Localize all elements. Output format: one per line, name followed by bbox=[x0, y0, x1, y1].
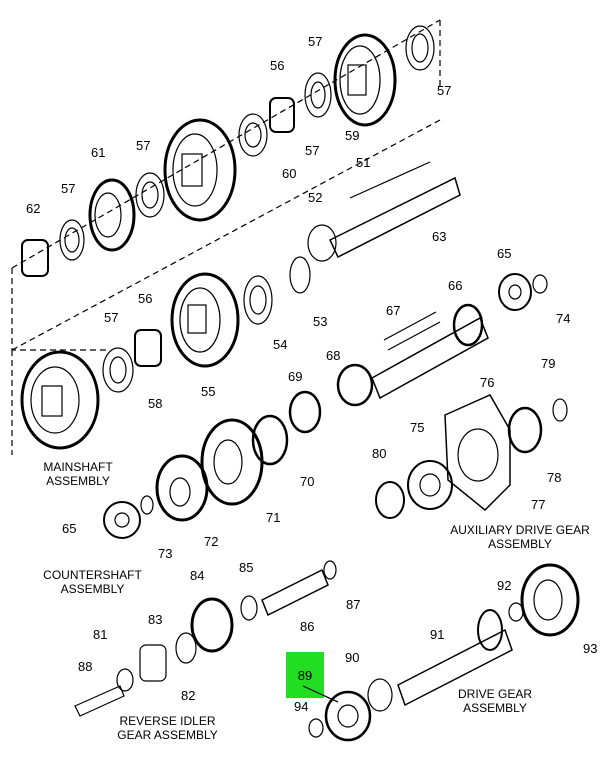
callout-57[interactable]: 57 bbox=[61, 181, 75, 196]
callout-65[interactable]: 65 bbox=[62, 521, 76, 536]
callout-87[interactable]: 87 bbox=[346, 597, 360, 612]
callout-59[interactable]: 59 bbox=[345, 128, 359, 143]
callout-69[interactable]: 69 bbox=[288, 369, 302, 384]
countershaft-assembly-title: COUNTERSHAFT ASSEMBLY bbox=[43, 568, 142, 596]
callout-55[interactable]: 55 bbox=[201, 384, 215, 399]
callout-61[interactable]: 61 bbox=[91, 145, 105, 160]
callout-83[interactable]: 83 bbox=[148, 612, 162, 627]
callout-86[interactable]: 86 bbox=[300, 619, 314, 634]
callout-70[interactable]: 70 bbox=[300, 474, 314, 489]
callout-54[interactable]: 54 bbox=[273, 337, 287, 352]
drive-gear-assembly-title: DRIVE GEAR ASSEMBLY bbox=[457, 687, 532, 715]
callout-56[interactable]: 56 bbox=[270, 58, 284, 73]
callout-90[interactable]: 90 bbox=[345, 650, 359, 665]
callout-72[interactable]: 72 bbox=[204, 534, 218, 549]
callout-89[interactable]: 89 bbox=[298, 668, 312, 683]
callout-85[interactable]: 85 bbox=[239, 560, 253, 575]
callout-68[interactable]: 68 bbox=[326, 348, 340, 363]
reverse-idler-assembly-title: REVERSE IDLER GEAR ASSEMBLY bbox=[117, 714, 218, 742]
callout-74[interactable]: 74 bbox=[556, 311, 570, 326]
callout-56[interactable]: 56 bbox=[138, 291, 152, 306]
callout-51[interactable]: 51 bbox=[356, 155, 370, 170]
callout-79[interactable]: 79 bbox=[541, 356, 555, 371]
highlight-box bbox=[286, 652, 324, 698]
callout-77[interactable]: 77 bbox=[531, 497, 545, 512]
callout-57[interactable]: 57 bbox=[305, 143, 319, 158]
callout-91[interactable]: 91 bbox=[430, 627, 444, 642]
callout-67[interactable]: 67 bbox=[386, 303, 400, 318]
callout-57[interactable]: 57 bbox=[308, 34, 322, 49]
callout-63[interactable]: 63 bbox=[432, 229, 446, 244]
callout-66[interactable]: 66 bbox=[448, 278, 462, 293]
callout-81[interactable]: 81 bbox=[93, 627, 107, 642]
callout-75[interactable]: 75 bbox=[410, 420, 424, 435]
callout-93[interactable]: 93 bbox=[583, 641, 597, 656]
callout-57[interactable]: 57 bbox=[104, 310, 118, 325]
callout-60[interactable]: 60 bbox=[282, 166, 296, 181]
callout-78[interactable]: 78 bbox=[547, 470, 561, 485]
callout-76[interactable]: 76 bbox=[480, 375, 494, 390]
callout-65[interactable]: 65 bbox=[497, 246, 511, 261]
mainshaft-assembly-title: MAINSHAFT ASSEMBLY bbox=[43, 460, 113, 488]
callout-82[interactable]: 82 bbox=[181, 688, 195, 703]
aux-drive-gear-assembly-title: AUXILIARY DRIVE GEAR ASSEMBLY bbox=[450, 523, 590, 551]
callout-92[interactable]: 92 bbox=[497, 578, 511, 593]
callout-52[interactable]: 52 bbox=[308, 190, 322, 205]
callout-80[interactable]: 80 bbox=[372, 446, 386, 461]
callout-88[interactable]: 88 bbox=[78, 659, 92, 674]
callout-71[interactable]: 71 bbox=[266, 510, 280, 525]
callout-57[interactable]: 57 bbox=[437, 83, 451, 98]
callout-73[interactable]: 73 bbox=[158, 546, 172, 561]
callout-84[interactable]: 84 bbox=[190, 568, 204, 583]
callout-62[interactable]: 62 bbox=[26, 201, 40, 216]
callout-94[interactable]: 94 bbox=[294, 699, 308, 714]
callout-53[interactable]: 53 bbox=[313, 314, 327, 329]
callout-58[interactable]: 58 bbox=[148, 396, 162, 411]
callout-57[interactable]: 57 bbox=[136, 138, 150, 153]
